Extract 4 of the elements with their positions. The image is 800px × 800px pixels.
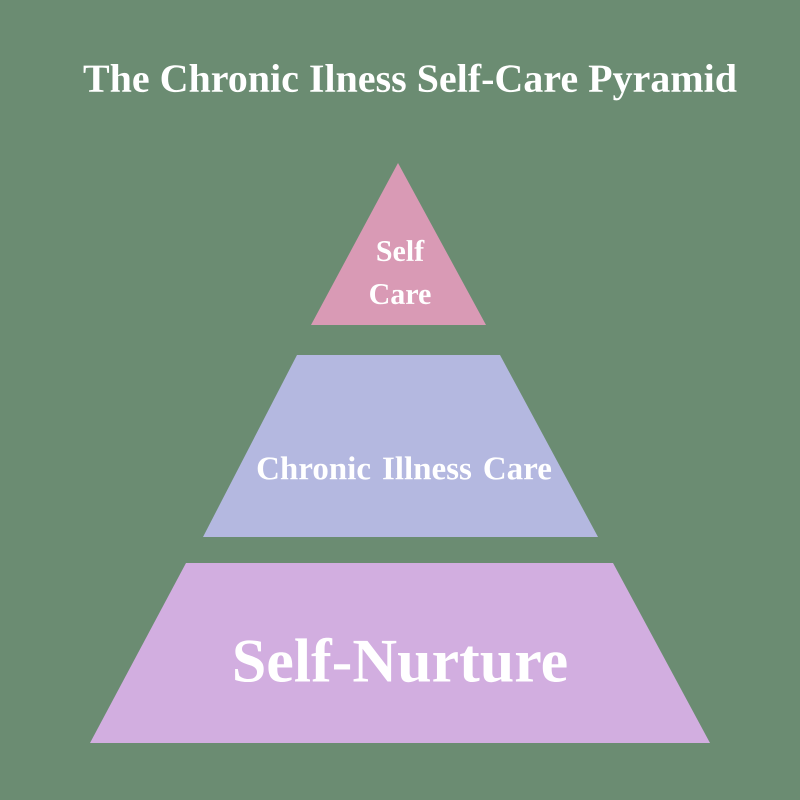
pyramid-level: Self-Nurture [90, 563, 710, 743]
pyramid-level: Self Care [311, 163, 486, 325]
pyramid-level: Chronic Illness Care [203, 355, 598, 537]
title: The Chronic Ilness Self-Care Pyramid [84, 64, 737, 100]
